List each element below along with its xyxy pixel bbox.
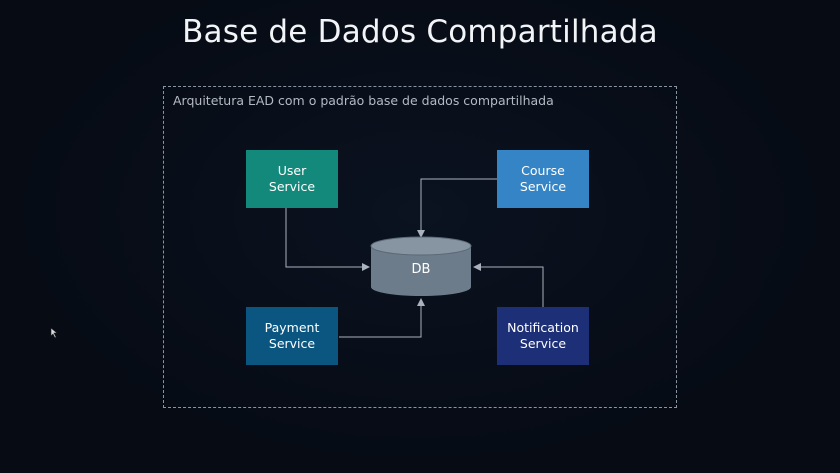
- connector-user-to-db: [285, 208, 370, 271]
- payment-service-box[interactable]: Payment Service: [246, 307, 338, 365]
- database-cylinder: [370, 236, 472, 296]
- mouse-cursor-icon: [50, 327, 58, 339]
- connector-payment-to-db: [339, 298, 425, 338]
- notification-service-label-line2: Service: [519, 336, 567, 351]
- course-service-label-line2: Service: [519, 179, 567, 194]
- connector-course-to-db: [417, 178, 497, 238]
- slide-title: Base de Dados Compartilhada: [182, 14, 658, 50]
- user-service-label-line1: User: [277, 163, 307, 178]
- payment-service-label-line1: Payment: [264, 320, 320, 335]
- diagram-caption: Arquitetura EAD com o padrão base de dad…: [173, 93, 554, 108]
- notification-service-label-line1: Notification: [507, 320, 579, 335]
- course-service-label-line1: Course: [521, 163, 565, 178]
- payment-service-label-line2: Service: [268, 336, 316, 351]
- user-service-box[interactable]: User Service: [246, 150, 338, 208]
- diagram-frame: [163, 86, 677, 408]
- db-label: DB: [411, 262, 431, 277]
- connector-notification-to-db: [473, 263, 544, 307]
- notification-service-box[interactable]: Notification Service: [497, 307, 589, 365]
- course-service-box[interactable]: Course Service: [497, 150, 589, 208]
- user-service-label-line2: Service: [268, 179, 316, 194]
